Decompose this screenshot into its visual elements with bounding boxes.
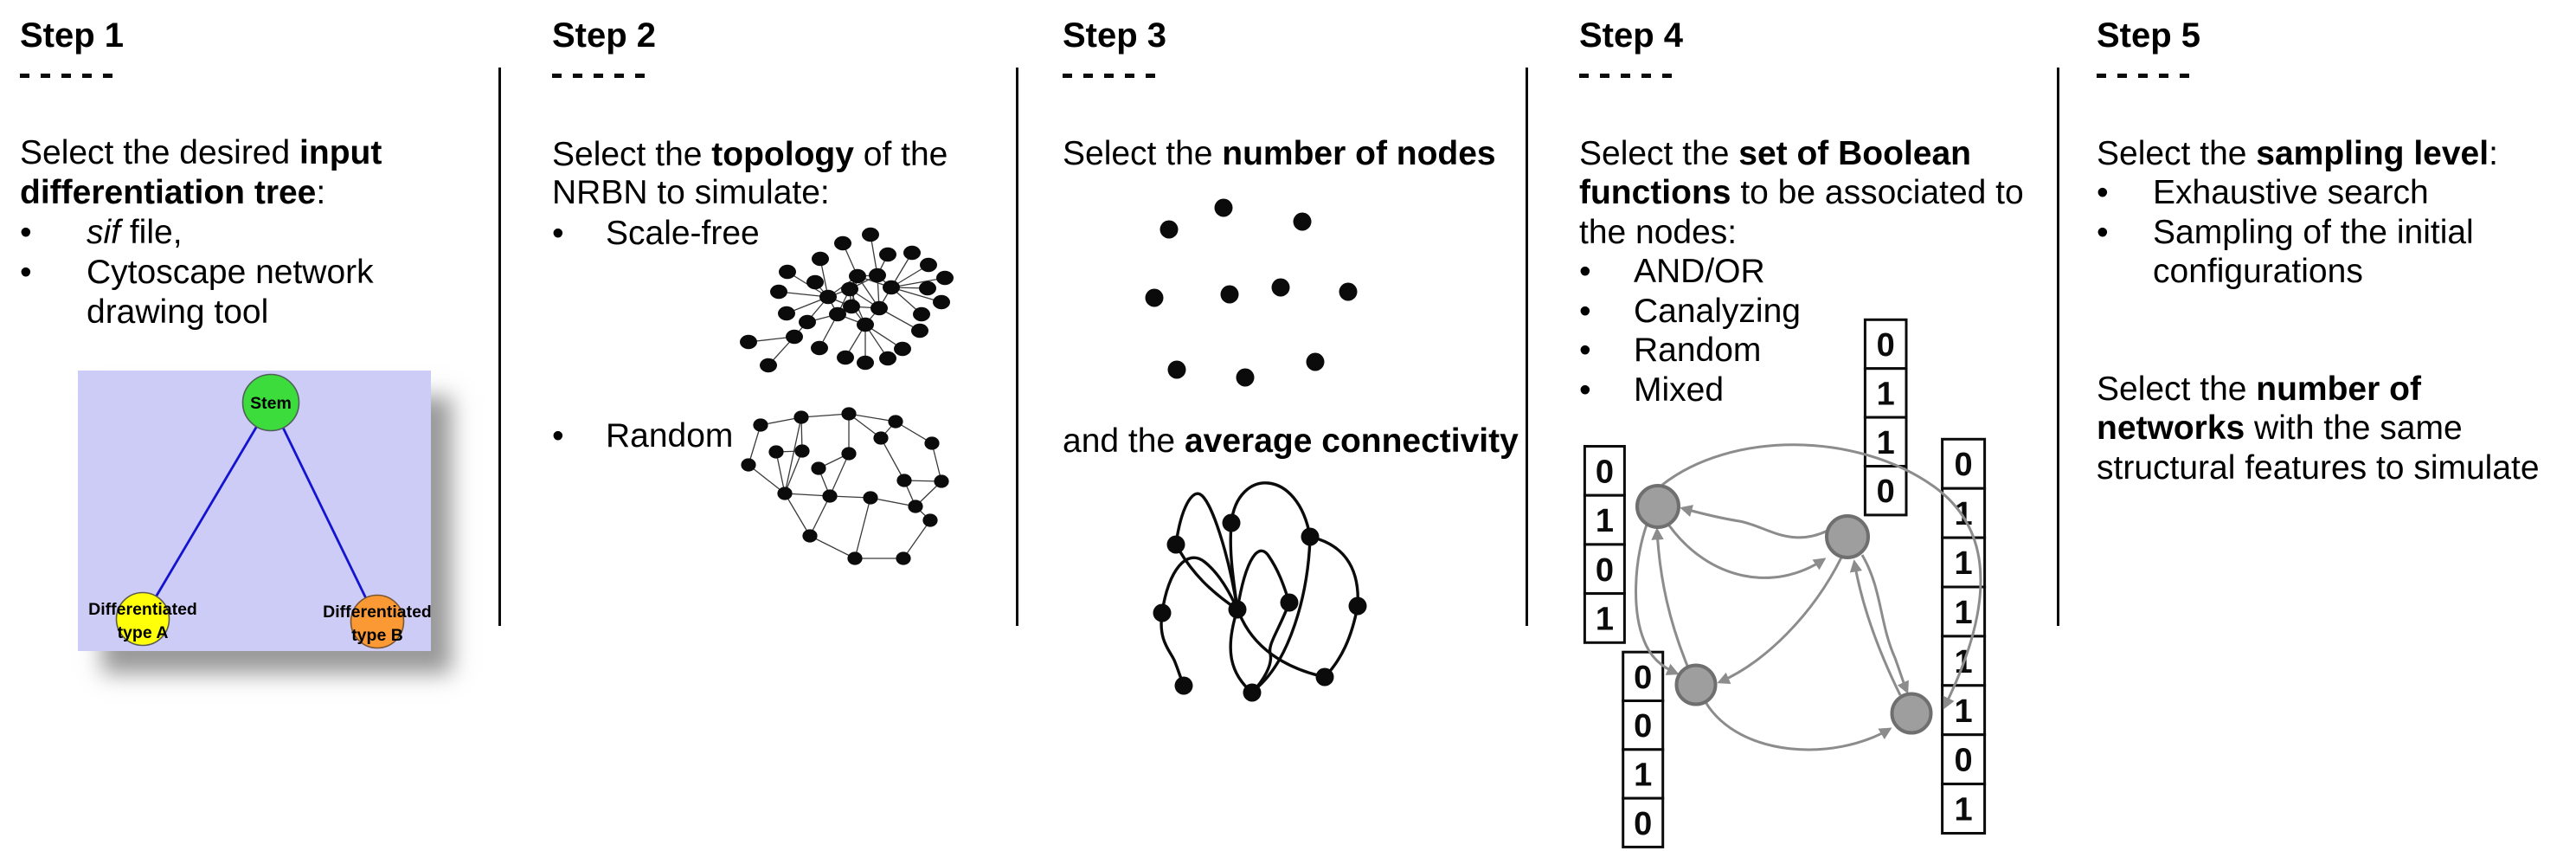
svg-text:Differentiated: Differentiated [88, 600, 197, 619]
svg-text:0: 0 [1955, 743, 1973, 779]
svg-text:1: 1 [1877, 376, 1895, 412]
svg-text:0: 0 [1596, 454, 1614, 490]
svg-text:0: 0 [1955, 447, 1973, 483]
svg-text:0: 0 [1877, 327, 1895, 364]
svg-text:1: 1 [1596, 503, 1614, 539]
svg-text:type A: type A [118, 623, 169, 642]
svg-text:1: 1 [1634, 758, 1652, 794]
svg-text:0: 0 [1596, 552, 1614, 589]
svg-text:1: 1 [1596, 602, 1614, 638]
svg-text:Stem: Stem [250, 394, 292, 413]
svg-text:1: 1 [1955, 595, 1973, 631]
svg-text:1: 1 [1955, 545, 1973, 582]
svg-text:type B: type B [351, 626, 403, 645]
svg-text:1: 1 [1955, 792, 1973, 828]
svg-text:1: 1 [1955, 693, 1973, 730]
svg-text:0: 0 [1634, 708, 1652, 745]
svg-text:0: 0 [1634, 660, 1652, 696]
svg-text:Differentiated: Differentiated [323, 603, 432, 622]
svg-text:1: 1 [1877, 425, 1895, 461]
svg-text:0: 0 [1877, 474, 1895, 510]
svg-text:0: 0 [1634, 806, 1652, 842]
